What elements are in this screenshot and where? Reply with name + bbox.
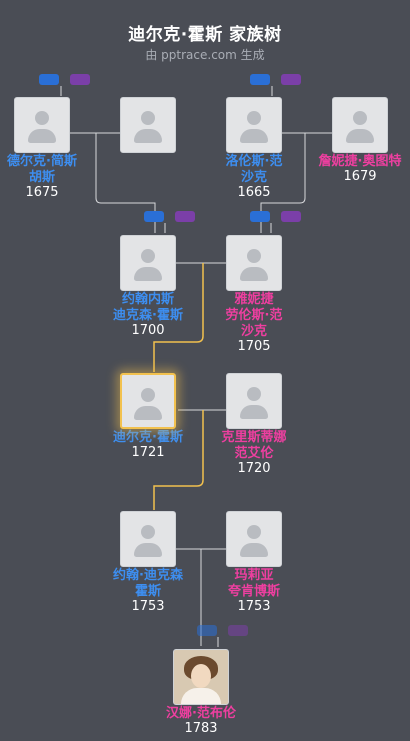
person-placeholder-icon[interactable] (226, 235, 282, 291)
person-name[interactable]: 约翰内斯 (121, 292, 174, 307)
person-name[interactable]: 霍斯 (134, 584, 161, 599)
father-badge[interactable] (39, 74, 59, 85)
birth-year: 1679 (343, 169, 377, 184)
father-badge[interactable] (250, 211, 270, 222)
person-name[interactable]: 劳伦斯·范 (225, 308, 283, 323)
birth-year: 1700 (131, 323, 165, 338)
birth-year: 1721 (131, 445, 165, 460)
mother-badge[interactable] (281, 74, 301, 85)
person-placeholder-icon[interactable] (120, 97, 176, 153)
descent-line (95, 133, 156, 233)
person-placeholder-icon[interactable] (120, 511, 176, 567)
person-placeholder-icon[interactable] (120, 373, 176, 429)
birth-year: 1753 (131, 599, 165, 614)
birth-year: 1783 (184, 721, 218, 736)
person-placeholder-icon[interactable] (332, 97, 388, 153)
birth-year: 1753 (237, 599, 271, 614)
father-badge[interactable] (144, 211, 164, 222)
highlight-descent-line (153, 410, 204, 510)
person-name[interactable]: 约翰·迪克森 (113, 568, 183, 583)
person-name[interactable]: 汉娜·范布伦 (166, 706, 236, 721)
birth-year: 1665 (237, 185, 271, 200)
person-placeholder-icon[interactable] (14, 97, 70, 153)
page-title: 迪尔克·霍斯 家族树 (128, 25, 282, 45)
mother-badge[interactable] (70, 74, 90, 85)
highlight-descent-line (153, 263, 204, 372)
person-name[interactable]: 德尔克·简斯 (7, 154, 77, 169)
birth-year: 1675 (25, 185, 59, 200)
mother-badge[interactable] (175, 211, 195, 222)
birth-year: 1705 (237, 339, 271, 354)
portrait-photo[interactable] (173, 649, 229, 705)
birth-year: 1720 (237, 461, 271, 476)
father-badge[interactable] (250, 74, 270, 85)
person-name[interactable]: 胡斯 (28, 170, 55, 185)
mother-badge[interactable] (228, 625, 248, 636)
father-badge[interactable] (197, 625, 217, 636)
person-placeholder-icon[interactable] (226, 373, 282, 429)
person-name[interactable]: 迪克森·霍斯 (113, 308, 183, 323)
person-name[interactable]: 范艾伦 (234, 446, 274, 461)
person-name[interactable]: 洛伦斯·范 (225, 154, 283, 169)
descent-line (260, 133, 306, 233)
person-placeholder-icon[interactable] (120, 235, 176, 291)
person-name[interactable]: 夸肯博斯 (227, 584, 280, 599)
person-name[interactable]: 沙克 (240, 170, 267, 185)
page-subtitle: 由 pptrace.com 生成 (145, 48, 265, 62)
mother-badge[interactable] (281, 211, 301, 222)
person-name[interactable]: 克里斯蒂娜 (221, 430, 287, 445)
person-placeholder-icon[interactable] (226, 97, 282, 153)
person-card-p2[interactable] (93, 97, 203, 153)
person-placeholder-icon[interactable] (226, 511, 282, 567)
person-name[interactable]: 詹妮捷·奥图特 (318, 154, 402, 169)
person-name[interactable]: 沙克 (240, 324, 267, 339)
person-name[interactable]: 雅妮捷 (234, 292, 274, 307)
person-name[interactable]: 玛莉亚 (234, 568, 274, 583)
person-name[interactable]: 迪尔克·霍斯 (113, 430, 183, 445)
